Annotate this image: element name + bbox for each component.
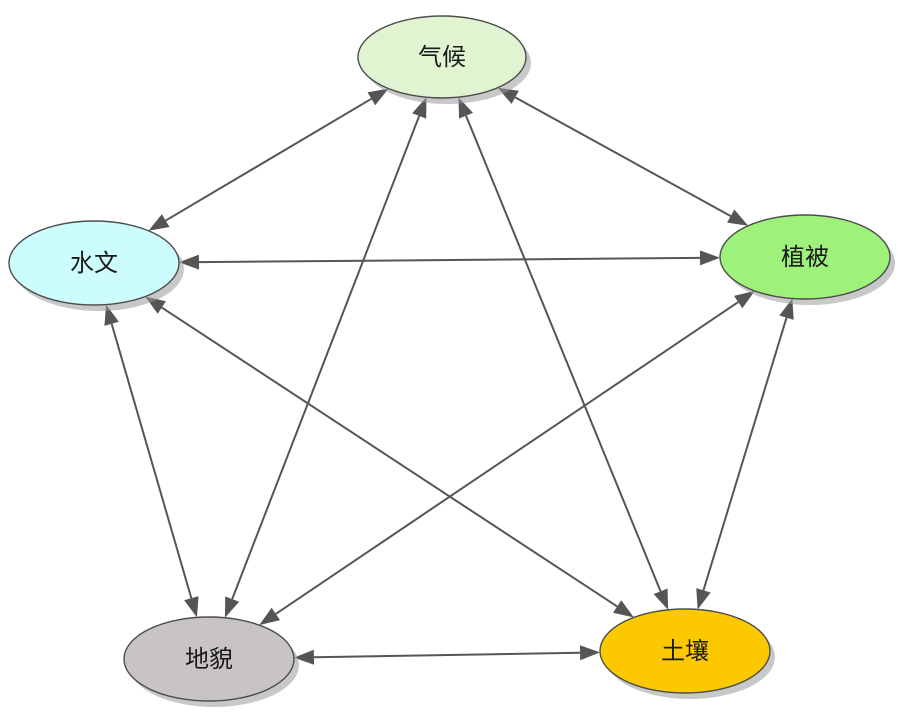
edge-line — [514, 96, 732, 217]
arrow-head-soil — [653, 588, 669, 610]
edge-line — [110, 323, 193, 599]
edge-vegetation-landform — [259, 290, 755, 626]
node-label: 地貌 — [185, 645, 233, 673]
arrow-head-landform — [259, 607, 281, 626]
arrow-head-soil — [696, 588, 711, 610]
edge-climate-landform — [224, 97, 427, 618]
arrow-head-hydrology — [148, 214, 170, 231]
node-ellipse — [357, 15, 527, 99]
arrow-head-landform — [224, 596, 240, 618]
edge-line — [465, 115, 662, 592]
edge-hydrology-landform — [104, 304, 199, 618]
edge-vegetation-soil — [696, 298, 794, 610]
edge-landform-soil — [293, 645, 601, 665]
arrow-head-soil — [579, 645, 601, 661]
arrow-head-climate — [412, 97, 427, 119]
node-label: 土壤 — [661, 637, 709, 665]
arrow-head-vegetation — [733, 290, 755, 309]
edge-line — [702, 317, 788, 591]
arrow-head-soil — [613, 600, 634, 618]
edge-climate-soil — [458, 97, 669, 610]
edge-line — [313, 651, 581, 659]
edge-line — [161, 306, 618, 608]
node-vegetation: 植被 — [719, 214, 895, 305]
arrow-head-hydrology — [178, 254, 200, 270]
arrow-head-landform — [293, 649, 315, 665]
node-hydrology: 水文 — [8, 220, 184, 311]
node-climate: 气候 — [357, 15, 531, 104]
arrow-head-vegetation — [727, 209, 749, 226]
edge-climate-vegetation — [497, 87, 749, 226]
node-label: 水文 — [70, 249, 118, 277]
node-ellipse — [8, 220, 180, 306]
arrow-head-vegetation — [779, 298, 794, 320]
node-label: 气候 — [418, 43, 466, 71]
edge-line — [231, 115, 421, 600]
edges-layer — [104, 87, 794, 665]
node-landform: 地貌 — [123, 616, 299, 707]
edge-climate-hydrology — [148, 88, 389, 231]
node-ellipse — [123, 616, 295, 702]
edge-line — [165, 97, 372, 222]
arrow-head-landform — [184, 596, 199, 618]
edge-line — [275, 301, 739, 615]
arrow-head-climate — [367, 88, 389, 106]
edge-line — [198, 256, 701, 264]
node-ellipse — [719, 214, 891, 300]
node-soil: 土壤 — [599, 608, 775, 699]
arrow-head-vegetation — [699, 250, 721, 266]
edge-hydrology-vegetation — [178, 250, 721, 270]
node-label: 植被 — [781, 243, 829, 271]
node-ellipse — [599, 608, 771, 694]
